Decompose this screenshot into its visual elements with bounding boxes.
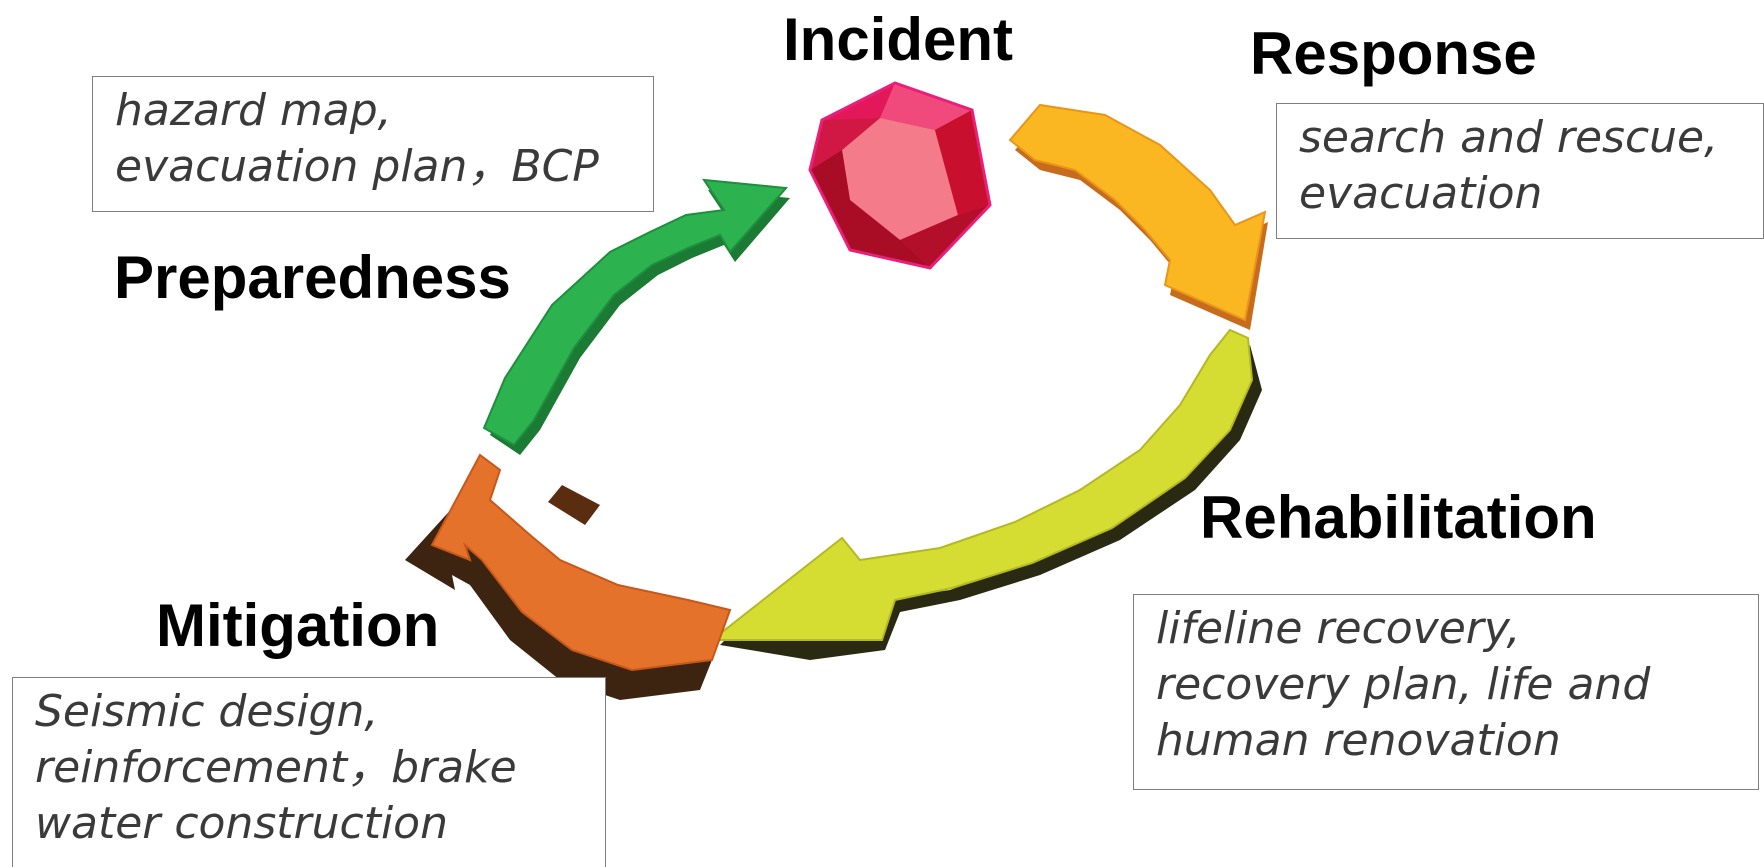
note-line: water construction <box>35 798 448 849</box>
mitigation-arrow <box>405 453 732 700</box>
note-line: lifeline recovery, <box>1156 603 1521 654</box>
note-line: search and rescue, <box>1299 112 1719 163</box>
response-arrow <box>1008 103 1268 330</box>
preparedness-arrow <box>482 178 790 455</box>
note-line: reinforcement，brake <box>35 742 517 793</box>
preparedness-notes: hazard map, evacuation plan，BCP <box>92 76 654 212</box>
response-title: Response <box>1250 20 1537 87</box>
rehabilitation-notes: lifeline recovery, recovery plan, life a… <box>1133 594 1759 790</box>
note-line: recovery plan, life and <box>1156 659 1651 710</box>
incident-gem <box>808 81 992 270</box>
note-line: human renovation <box>1156 715 1561 766</box>
incident-title: Incident <box>783 6 1014 73</box>
note-line: hazard map, <box>115 85 392 136</box>
rehabilitation-title: Rehabilitation <box>1200 484 1597 551</box>
preparedness-title: Preparedness <box>114 244 511 311</box>
rehabilitation-arrow <box>709 328 1262 660</box>
mitigation-title: Mitigation <box>156 592 440 659</box>
response-notes: search and rescue, evacuation <box>1276 103 1764 239</box>
note-line: evacuation <box>1299 168 1543 219</box>
mitigation-notes: Seismic design, reinforcement，brake wate… <box>12 677 606 867</box>
note-line: Seismic design, <box>35 686 379 737</box>
note-line: evacuation plan，BCP <box>115 141 599 192</box>
